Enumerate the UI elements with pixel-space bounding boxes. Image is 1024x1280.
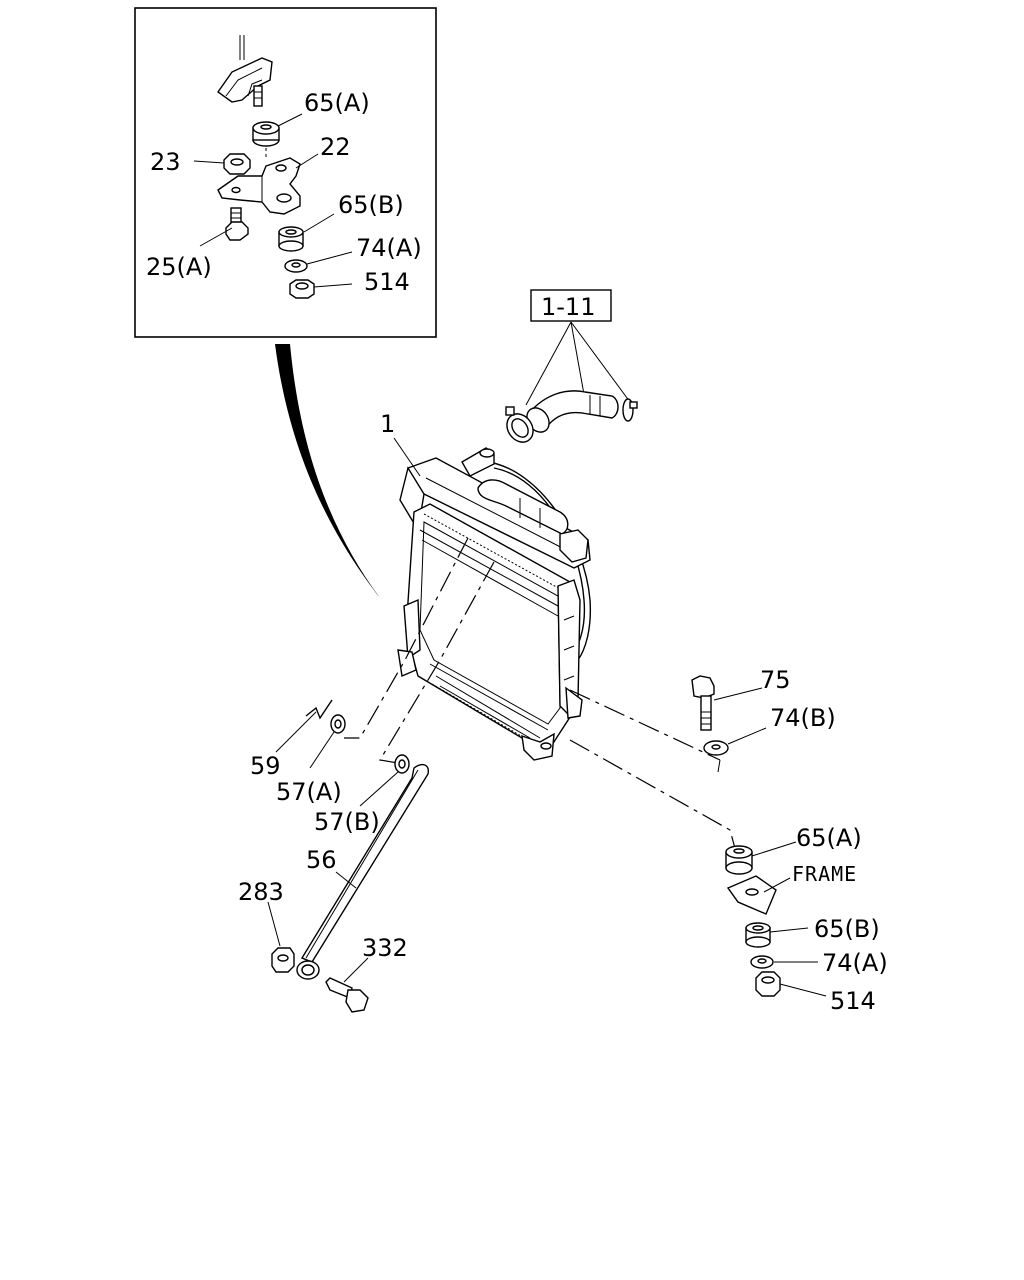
label-65a: 65(A)	[796, 824, 862, 852]
radiator-assembly	[397, 447, 592, 761]
reference-label: 1-11	[541, 293, 595, 321]
label-1: 1	[380, 410, 395, 438]
hose-clamp-left	[505, 406, 534, 443]
inset-nut-514	[289, 279, 315, 299]
bolt-75	[691, 675, 715, 731]
rod-eye	[296, 960, 320, 980]
inset-label-22: 22	[320, 133, 351, 161]
inset-rubber-mount-65b	[278, 226, 304, 252]
centerline-57b	[379, 561, 495, 765]
inset-washer-74a	[284, 259, 308, 273]
hose-clamp-right	[622, 398, 638, 422]
label-332: 332	[362, 934, 408, 962]
inset-rubber-mount-65a	[252, 121, 280, 158]
label-57a: 57(A)	[276, 778, 342, 806]
centerline-65a	[569, 739, 737, 853]
inset-bracket-22	[217, 157, 301, 215]
nut-283	[271, 947, 295, 973]
label-59: 59	[250, 752, 281, 780]
washer-57b	[394, 754, 410, 774]
detail-pointer-arrow	[275, 344, 380, 598]
inset-label-65a: 65(A)	[304, 89, 370, 117]
label-frame: FRAME	[792, 862, 857, 886]
clip-59	[305, 699, 333, 720]
label-75: 75	[760, 666, 791, 694]
inset-label-25a: 25(A)	[146, 253, 212, 281]
nut-514	[755, 971, 781, 997]
centerline-57a	[344, 537, 469, 739]
reference-box	[530, 289, 612, 322]
washer-74a	[750, 955, 774, 969]
washer-57a	[330, 714, 346, 734]
inset-bolt-25a	[225, 207, 249, 241]
rubber-mount-65a	[725, 845, 753, 875]
inset-label-74a: 74(A)	[356, 234, 422, 262]
label-56: 56	[306, 846, 337, 874]
label-283: 283	[238, 878, 284, 906]
frame-plate	[726, 875, 777, 915]
washer-74b	[703, 740, 729, 756]
label-74b: 74(B)	[770, 704, 836, 732]
detail-inset: 65(A) 23 22 65(B) 74(A) 25(A) 514	[134, 7, 437, 338]
stay-rod-56	[300, 763, 429, 963]
label-74a: 74(A)	[822, 949, 888, 977]
inset-label-23: 23	[150, 148, 181, 176]
inset-label-65b: 65(B)	[338, 191, 404, 219]
label-514: 514	[830, 987, 876, 1015]
inset-upper-bracket	[217, 35, 273, 107]
radiator-hose	[526, 390, 619, 433]
label-57b: 57(B)	[314, 808, 380, 836]
inset-nut-23	[223, 153, 251, 175]
rubber-mount-65b	[745, 922, 771, 948]
label-65b: 65(B)	[814, 915, 880, 943]
inset-label-514: 514	[364, 268, 410, 296]
bolt-332	[325, 977, 369, 1013]
centerline-75	[569, 689, 721, 761]
reference-1-11: 1-11	[525, 289, 631, 406]
